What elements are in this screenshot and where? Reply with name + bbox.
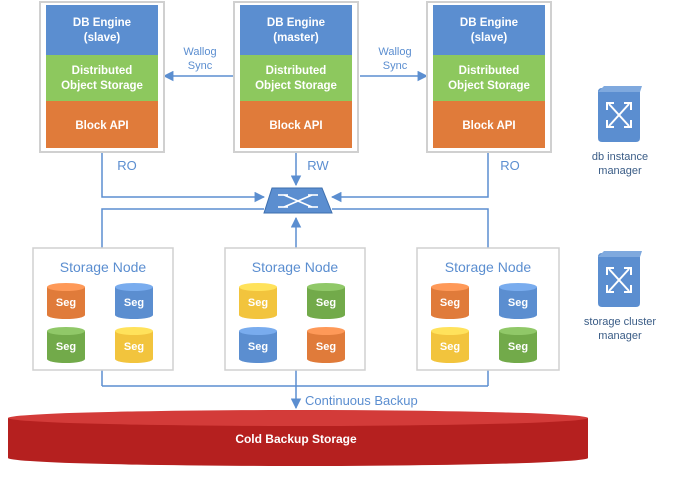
block-api-label: Block API xyxy=(75,120,128,132)
storage-cluster-manager-label: storage cluster xyxy=(584,316,656,328)
storage-node-title: Storage Node xyxy=(60,259,147,275)
db-instance-manager-label: db instance xyxy=(592,151,648,163)
storage-label-1: Distributed xyxy=(72,65,133,77)
ro-label-left: RO xyxy=(117,158,137,173)
storage-cluster-manager-label-2: manager xyxy=(598,330,642,342)
block-api-block xyxy=(46,101,158,148)
segment-cylinder: Seg xyxy=(239,327,277,363)
storage-label-2: Object Storage xyxy=(61,80,143,92)
storage-node-title: Storage Node xyxy=(252,259,339,275)
segment-label: Seg xyxy=(508,341,528,353)
storage-label-2: Object Storage xyxy=(255,80,337,92)
db-node-slave-left: DB Engine (slave) Distributed Object Sto… xyxy=(39,1,165,153)
cold-backup-storage-label: Cold Backup Storage xyxy=(235,432,357,446)
continuous-backup-label: Continuous Backup xyxy=(305,393,418,408)
segment-label: Seg xyxy=(248,297,268,309)
db-engine-label: DB Engine xyxy=(460,17,518,29)
wallog-sync-label-left-2: Sync xyxy=(188,60,213,72)
segment-label: Seg xyxy=(440,341,460,353)
segment-cylinder: Seg xyxy=(431,283,469,319)
router-icon xyxy=(598,86,642,142)
block-api-block xyxy=(240,101,352,148)
segment-label: Seg xyxy=(440,297,460,309)
storage-label-1: Distributed xyxy=(266,65,327,77)
segment-label: Seg xyxy=(248,341,268,353)
block-api-block xyxy=(433,101,545,148)
wallog-sync-label-left: Wallog xyxy=(183,46,216,58)
segment-label: Seg xyxy=(56,297,76,309)
segment-label: Seg xyxy=(508,297,528,309)
storage-label-1: Distributed xyxy=(459,65,520,77)
segment-cylinder: Seg xyxy=(307,283,345,319)
db-engine-block xyxy=(46,5,158,55)
segment-cylinder: Seg xyxy=(431,327,469,363)
segment-label: Seg xyxy=(316,297,336,309)
db-node-master: DB Engine (master) Distributed Object St… xyxy=(233,1,359,153)
object-storage-block xyxy=(433,55,545,101)
rw-label: RW xyxy=(307,158,329,173)
segment-cylinder: Seg xyxy=(47,327,85,363)
db-engine-label: DB Engine xyxy=(73,17,131,29)
wallog-sync-label-right-2: Sync xyxy=(383,60,408,72)
storage-label-2: Object Storage xyxy=(448,80,530,92)
db-engine-role: (slave) xyxy=(84,32,121,44)
segment-label: Seg xyxy=(124,341,144,353)
segment-cylinder: Seg xyxy=(115,283,153,319)
segment-cylinder: Seg xyxy=(499,283,537,319)
db-node-slave-right: DB Engine (slave) Distributed Object Sto… xyxy=(426,1,552,153)
connection-lines xyxy=(101,70,489,410)
block-api-label: Block API xyxy=(462,120,515,132)
router-icon xyxy=(598,251,642,307)
wallog-sync-label-right: Wallog xyxy=(378,46,411,58)
segment-cylinder: Seg xyxy=(239,283,277,319)
storage-node-title: Storage Node xyxy=(445,259,532,275)
ro-label-right: RO xyxy=(500,158,520,173)
db-engine-label: DB Engine xyxy=(267,17,325,29)
object-storage-block xyxy=(46,55,158,101)
db-engine-block xyxy=(433,5,545,55)
segment-cylinder: Seg xyxy=(47,283,85,319)
segment-label: Seg xyxy=(316,341,336,353)
network-switch-icon xyxy=(263,187,333,214)
block-api-label: Block API xyxy=(269,120,322,132)
cold-backup-storage: Cold Backup Storage xyxy=(8,410,588,466)
db-engine-block xyxy=(240,5,352,55)
db-engine-role: (slave) xyxy=(471,32,508,44)
segment-cylinder: Seg xyxy=(307,327,345,363)
db-instance-manager-label-2: manager xyxy=(598,165,642,177)
db-engine-role: (master) xyxy=(273,32,319,44)
segment-cylinder: Seg xyxy=(115,327,153,363)
segment-label: Seg xyxy=(56,341,76,353)
segment-label: Seg xyxy=(124,297,144,309)
segment-cylinder: Seg xyxy=(499,327,537,363)
object-storage-block xyxy=(240,55,352,101)
